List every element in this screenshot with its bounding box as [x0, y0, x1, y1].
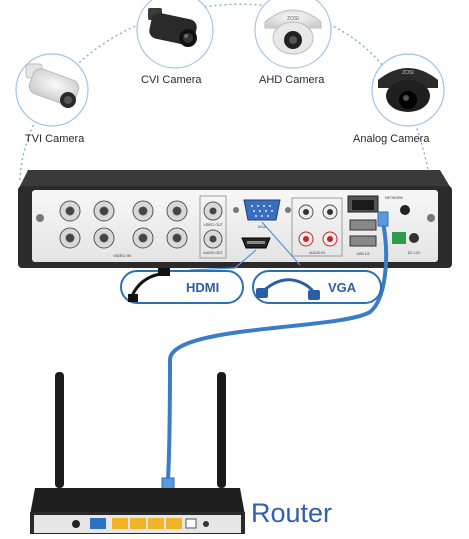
tvi-camera-label: TVI Camera [25, 133, 85, 145]
vga-port-label: VGA [258, 224, 267, 229]
cvi-camera-label: CVI Camera [141, 74, 202, 86]
network-label: NETWORK [385, 196, 404, 200]
video-in-ports [59, 200, 188, 249]
tvi-camera-icon [15, 53, 89, 127]
hdmi-port [241, 237, 271, 249]
router-device [30, 372, 245, 534]
hdmi-label: HDMI [186, 280, 220, 295]
router-lan-port-2 [130, 518, 146, 529]
screw-left [36, 214, 44, 222]
usb-port-1 [349, 219, 377, 231]
port-leader-lines [189, 221, 301, 271]
ahd-camera-icon: ZOSI [254, 0, 332, 69]
audio-in-ports [291, 197, 343, 257]
router-label: Router [251, 498, 333, 528]
analog-camera-label: Analog Camera [353, 133, 430, 145]
dc-power-jack [409, 233, 419, 243]
video-in-label: VIDEO IN [113, 253, 131, 258]
network-port [347, 195, 379, 213]
screw-right [427, 214, 435, 222]
rs485-terminal [392, 232, 406, 244]
vga-port [233, 199, 291, 221]
router-lan-port-1 [112, 518, 128, 529]
router-lan-port-4 [166, 518, 182, 529]
hdmi-pill [120, 270, 244, 304]
audio-in-label: AUDIO IN [309, 251, 325, 255]
cvi-camera-icon [136, 0, 214, 69]
dvr-recorder: VIDEO IN VIDEO OUT AUDIO OUT VGA [18, 170, 452, 268]
analog-brand-text: ZOSI [402, 70, 414, 76]
router-wan-port [90, 518, 106, 529]
vga-pill [252, 270, 382, 304]
vga-label: VGA [328, 280, 357, 295]
usb-port-2 [349, 235, 377, 247]
analog-camera-icon: ZOSI [371, 53, 445, 127]
router-lan-port-3 [148, 518, 164, 529]
audio-out-label: AUDIO OUT [203, 251, 223, 255]
ahd-brand-text: ZOSI [287, 16, 299, 22]
power-label: DC 12V [408, 251, 421, 255]
ahd-camera-label: AHD Camera [259, 74, 325, 86]
video-out-label: VIDEO OUT [203, 223, 223, 227]
power-switch [400, 205, 410, 215]
router-usb-port [185, 518, 197, 529]
usb-label: USB 1/2 [356, 252, 369, 256]
